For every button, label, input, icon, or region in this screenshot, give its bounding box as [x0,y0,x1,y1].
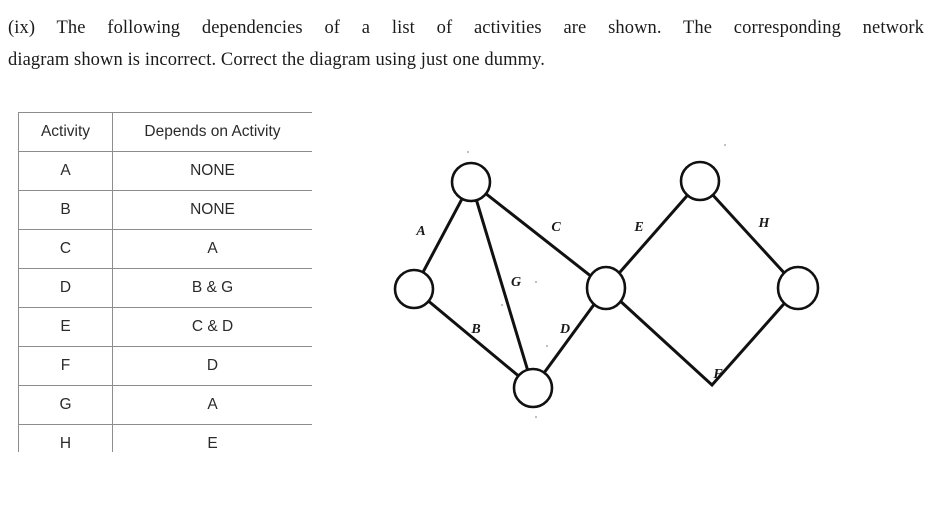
cell-activity: B [18,190,113,230]
cell-depends-on: NONE [112,190,312,230]
edge-label-a: A [415,224,425,239]
cell-depends-on: D [112,346,312,386]
cell-activity: D [18,268,113,308]
cell-depends-on: A [112,385,312,425]
diagram-edge-labels: A B G C D E H F [415,216,770,382]
diagram-node-n2 [450,161,492,203]
question-line-2: diagram shown is incorrect. Correct the … [8,50,545,70]
diagram-edge-g [469,180,539,392]
table-row: B NONE [18,190,312,230]
diagram-edge-h [698,179,801,291]
cell-activity: A [18,151,113,191]
diagram-edge-c [469,180,609,291]
cell-activity: C [18,229,113,269]
edge-label-f: F [712,367,723,382]
diagram-nodes [393,160,820,409]
cell-activity: F [18,346,113,386]
diagram-node-n4 [585,265,627,311]
column-header-depends-on-activity: Depends on Activity [112,112,312,152]
network-diagram: A B G C D E H F [380,130,850,430]
table-row: H E [18,424,312,452]
cell-depends-on: NONE [112,151,312,191]
cell-activity: H [18,424,113,452]
diagram-edge-b [412,287,536,391]
table-header-row: Activity Depends on Activity [18,112,312,152]
edge-label-b: B [470,322,480,337]
diagram-node-n6 [776,265,820,311]
edge-label-c: C [551,220,561,235]
paper-speck [466,150,470,154]
diagram-node-n1 [393,268,435,310]
paper-speck [723,143,727,147]
cell-activity: G [18,385,113,425]
table-row: G A [18,385,312,425]
table-row: C A [18,229,312,269]
cell-depends-on: E [112,424,312,452]
edge-label-d: D [559,322,570,337]
paper-speck [500,303,504,307]
diagram-edge-f [604,285,801,388]
diagram-edge-e [604,178,703,290]
question-line-1: (ix) The following dependencies of a lis… [8,18,924,38]
paper-speck [534,280,538,284]
cell-depends-on: A [112,229,312,269]
cell-activity: E [18,307,113,347]
edge-label-e: E [633,220,643,235]
diagram-edges [412,178,801,392]
question-text: (ix) The following dependencies of a lis… [8,12,924,76]
column-header-activity: Activity [18,112,113,152]
table-row: A NONE [18,151,312,191]
activity-dependency-table-container: Activity Depends on Activity A NONE B NO… [18,112,312,452]
activity-dependency-table: Activity Depends on Activity A NONE B NO… [18,112,312,452]
edge-label-g: G [511,275,521,290]
table-row: D B & G [18,268,312,308]
diagram-node-n5 [679,160,721,202]
diagram-node-n3 [512,367,554,409]
table-row: E C & D [18,307,312,347]
network-diagram-svg: A B G C D E H F [393,143,820,419]
paper-speck [545,344,549,348]
edge-label-h: H [758,216,771,231]
cell-depends-on: B & G [112,268,312,308]
paper-speck [534,415,538,419]
table-row: F D [18,346,312,386]
cell-depends-on: C & D [112,307,312,347]
